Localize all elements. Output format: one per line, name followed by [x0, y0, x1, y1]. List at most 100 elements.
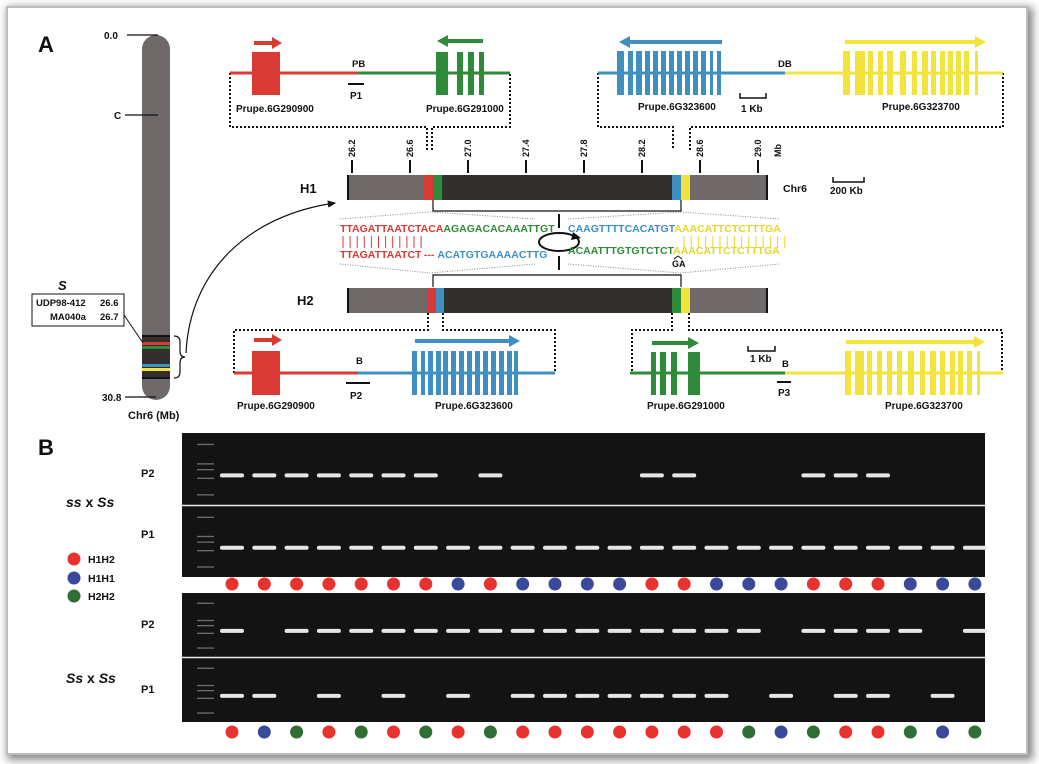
exon — [958, 351, 963, 395]
genotype-dot-h1h2 — [677, 577, 691, 591]
top-right-gene-diagram: DB 1 Kb Prupe.6G323600 Prupe.6G323700 — [597, 36, 1004, 150]
marker-1-name: UDP98-412 — [36, 298, 86, 309]
band-red — [142, 342, 170, 345]
genotype-dot-h1h2 — [871, 577, 885, 591]
ladder-band — [197, 443, 214, 446]
chromosome-body — [142, 35, 170, 400]
genotype-dot-h1h1 — [968, 577, 982, 591]
exon — [483, 351, 488, 395]
inversion-bracket-top — [432, 200, 682, 212]
gel-band — [898, 545, 923, 550]
centromere-label: C — [114, 111, 121, 122]
gel1-p1-label: P1 — [141, 529, 154, 541]
exon — [956, 51, 961, 95]
genotype-dot-h2h2 — [419, 725, 433, 739]
gel-band — [220, 545, 244, 550]
inversion-bracket-bottom — [432, 274, 682, 287]
legend-dot-h2h2 — [67, 589, 81, 603]
exons-yellow — [843, 51, 978, 95]
ladder-band — [197, 566, 214, 568]
exon-red — [252, 52, 280, 95]
primer-p3-label: P3 — [778, 388, 791, 399]
h1-tick-label: 27.4 — [521, 139, 531, 157]
arrowhead-blue-icon — [619, 36, 630, 48]
exon-green — [436, 52, 448, 95]
marker-pointer — [123, 314, 144, 344]
rotation-arrowhead-icon — [571, 232, 581, 240]
band-yellow — [142, 368, 170, 371]
cross-label-2: Ss x Ss — [66, 670, 116, 686]
gel-band — [962, 545, 987, 550]
gel-band — [575, 628, 600, 633]
h1-unit-label: Mb — [773, 144, 783, 157]
ladder-band — [197, 647, 214, 649]
h1-segment-green — [433, 175, 442, 200]
exon — [467, 351, 472, 395]
gel-band — [639, 473, 664, 478]
genotype-dot-h2h2 — [354, 725, 368, 739]
gel-band — [639, 628, 664, 633]
seq-left-top-red: TTAGATTAATCTACA — [340, 223, 444, 235]
seq-left-top-green: AGAGACACAAATTGT — [443, 223, 555, 235]
gel-band — [510, 628, 535, 633]
gel-band — [866, 473, 890, 478]
gel-band — [575, 693, 600, 698]
gel-band — [446, 693, 471, 698]
gel-background — [182, 506, 985, 577]
scale-label-1kb-bottom: 1 Kb — [750, 354, 772, 365]
legend-label-h2h2: H2H2 — [88, 591, 115, 603]
seq-left-bottom-red: TTAGATTAATCT — [340, 249, 422, 261]
exon — [843, 51, 850, 95]
bottom-right-gene-diagram: 1 Kb B P3 Prupe.6G291000 Prupe.6G323700 — [630, 313, 1003, 412]
scale-bar-1kb — [739, 93, 767, 99]
genotype-dot-h1h2 — [580, 725, 594, 739]
exon — [701, 51, 706, 95]
exon — [855, 351, 864, 395]
exon-green — [468, 52, 474, 95]
gel-band — [704, 545, 729, 550]
gel-band — [930, 545, 955, 550]
genotype-dot-h1h2 — [645, 577, 659, 591]
gel-band — [478, 628, 503, 633]
exons-yellow — [845, 351, 980, 395]
exon — [887, 51, 893, 95]
h2-label: H2 — [297, 293, 314, 308]
band-blue — [142, 364, 170, 367]
gel-band — [413, 628, 438, 633]
cross-1-male: Ss — [97, 494, 114, 510]
gel-band — [381, 545, 406, 550]
gel-band — [736, 628, 761, 633]
haplotype-h2: H2 — [297, 274, 768, 313]
exon — [931, 51, 936, 95]
gel-band — [866, 693, 890, 698]
genotype-dot-h1h1 — [580, 577, 594, 591]
marker-2-name: MA040a — [50, 312, 87, 323]
exon — [669, 51, 674, 95]
exon — [912, 51, 917, 95]
gene-label-323700: Prupe.6G323700 — [882, 102, 960, 113]
exon — [491, 351, 496, 395]
genotype-dot-h1h1 — [903, 577, 917, 591]
gel-band — [607, 693, 632, 698]
gel-band — [252, 545, 277, 550]
brace-icon — [173, 335, 186, 379]
gel-band — [575, 545, 600, 550]
exon — [855, 51, 865, 95]
gel-band — [736, 545, 761, 550]
genotype-dot-h1h2 — [871, 725, 885, 739]
cross-2-female: Ss — [66, 670, 83, 686]
gel-band — [220, 628, 244, 633]
panel-b-label: B — [38, 435, 54, 460]
ladder-band — [197, 550, 214, 552]
exon — [977, 351, 980, 395]
gel-band — [639, 545, 664, 550]
region-boundary-bottom — [142, 377, 170, 379]
genotype-dot-h1h1 — [710, 577, 723, 591]
seq-gap: --- — [424, 249, 435, 261]
exon — [868, 51, 873, 95]
h2-end-left — [347, 288, 349, 313]
legend-label-h1h1: H1H1 — [88, 573, 115, 585]
legend-dot-h1h1 — [67, 571, 81, 585]
exon — [975, 51, 978, 95]
genotype-dot-h1h1 — [451, 577, 465, 591]
